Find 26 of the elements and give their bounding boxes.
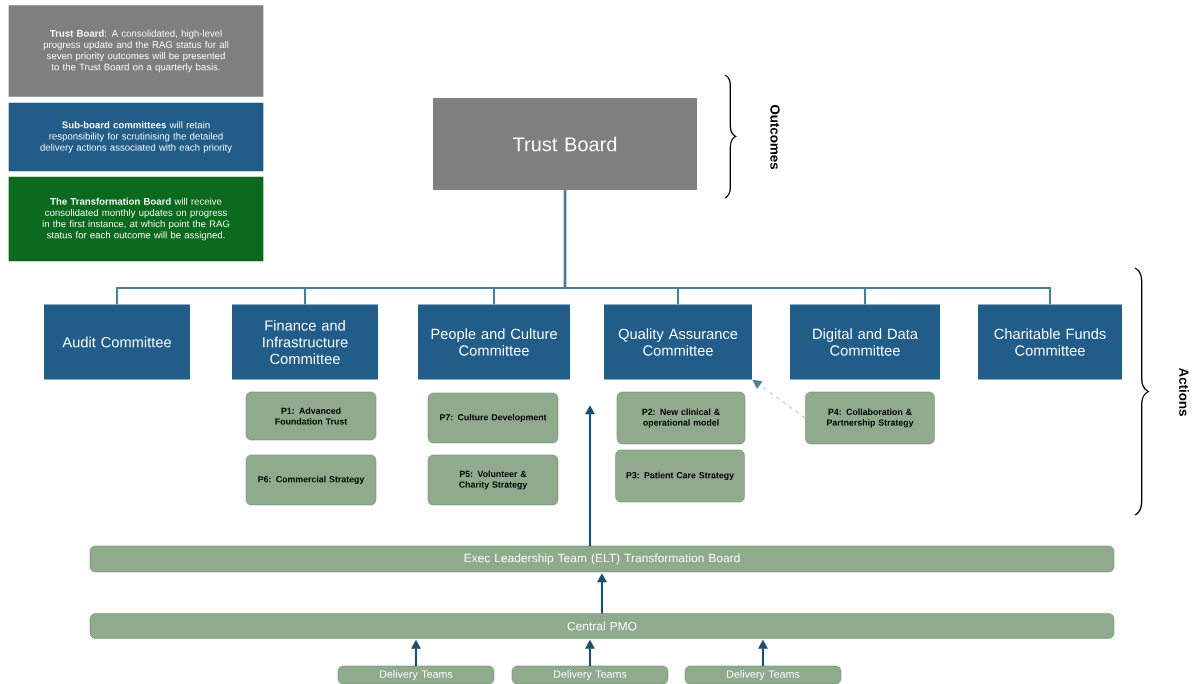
side-label: Outcomes [770, 104, 780, 170]
board-bar: Central PMO [89, 613, 1115, 639]
side-label: Actions [1179, 367, 1189, 416]
committee-box: Audit Committee [44, 304, 190, 380]
info-box: The Transformation Board will receive consolidated monthly updates on progress in the first instance, at which point the RAG status for each outcome will be assigned. [7, 175, 265, 263]
committee-box: Quality Assurance Committee [604, 304, 752, 380]
priority-box: P5: Volunteer & Charity Strategy [427, 454, 559, 506]
board-bar: Exec Leadership Team (ELT) Transformation Board [89, 545, 1115, 573]
connector-line [563, 190, 1052, 305]
info-box: Trust Board: A consolidated, high-level progress update and the RAG status for all seven priority outcomes will be presented to the Trust Board on a quarterly basis. [7, 3, 265, 99]
priority-box: P7: Culture Development [427, 392, 559, 444]
team-box: Delivery Teams [511, 665, 669, 684]
priority-box: P4: Collaboration & Partnership Strategy [805, 391, 935, 445]
team-box: Delivery Teams [684, 665, 842, 684]
info-box: Sub-board committees will retain responsibility for scrutinising the detailed delivery actions associated with each priority [7, 101, 265, 173]
priority-box: P3: Patient Care Strategy [615, 449, 745, 503]
committee-box: People and Culture Committee [418, 304, 570, 380]
board-box: Trust Board [433, 98, 697, 190]
priority-box: P1: Advanced Foundation Trust [245, 391, 377, 441]
priority-box: P2: New clinical & operational model [616, 391, 746, 445]
committee-box: Digital and Data Committee [790, 304, 940, 380]
committee-box: Charitable Funds Committee [978, 304, 1122, 380]
priority-box: P6: Commercial Strategy [245, 454, 377, 506]
team-box: Delivery Teams [337, 665, 495, 684]
dashed-arrow [752, 379, 806, 419]
committee-box: Finance and Infrastructure Committee [232, 304, 378, 380]
